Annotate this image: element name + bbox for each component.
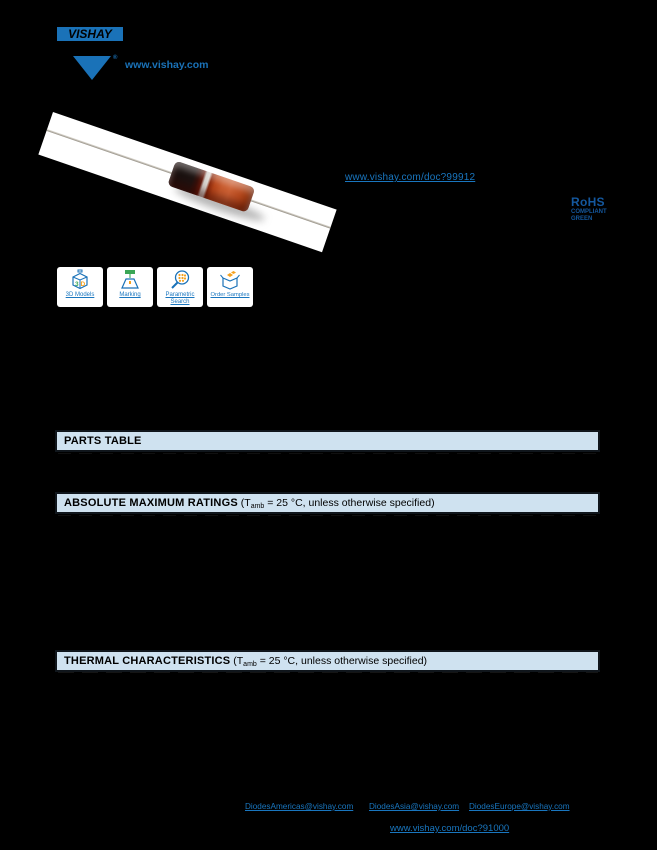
tool-3d-models[interactable]: 3 D 3D Models [57, 267, 103, 307]
tool-label[interactable]: 3D Models [65, 292, 95, 298]
svg-text:D: D [81, 281, 86, 288]
table-ghost-row [58, 515, 598, 516]
footer-email-europe[interactable]: DiodesEurope@vishay.com [469, 802, 570, 811]
tool-label[interactable]: Parametric Search [165, 292, 195, 305]
vishay-site-link[interactable]: www.vishay.com [125, 59, 209, 71]
tool-order-samples[interactable]: Order Samples [207, 267, 253, 307]
marking-icon [121, 270, 139, 289]
section-title: PARTS TABLE [64, 435, 142, 447]
parametric-search-icon [171, 270, 190, 289]
tool-label[interactable]: Marking [119, 292, 141, 298]
order-samples-icon [220, 271, 240, 290]
section-title: ABSOLUTE MAXIMUM RATINGS [64, 497, 238, 509]
section-header-absolute-maximum-ratings: ABSOLUTE MAXIMUM RATINGS (Tamb = 25 °C, … [55, 492, 600, 514]
rohs-compliance-mark: RoHS COMPLIANT GREEN [571, 196, 611, 222]
table-ghost-row [58, 453, 598, 454]
product-photo [38, 112, 337, 253]
rohs-line2: COMPLIANT [571, 209, 607, 215]
cube-3d-icon: 3 D [72, 269, 88, 290]
footer-email-americas[interactable]: DiodesAmericas@vishay.com [245, 802, 354, 811]
table-ghost-row [58, 672, 598, 673]
section-title: THERMAL CHARACTERISTICS [64, 655, 231, 667]
tool-label[interactable]: Order Samples [210, 292, 250, 298]
vishay-logo-triangle-icon [73, 56, 111, 80]
tool-parametric-search[interactable]: Parametric Search [157, 267, 203, 307]
rohs-line3: GREEN [571, 216, 593, 222]
footer-email-asia[interactable]: DiodesAsia@vishay.com [369, 802, 460, 811]
design-support-tools: 3 D 3D Models Marking Parametric Search [57, 267, 253, 307]
svg-text:3: 3 [75, 281, 79, 288]
footer-disclaimer-doc-link[interactable]: www.vishay.com/doc?91000 [390, 823, 510, 834]
features-doc-link[interactable]: www.vishay.com/doc?99912 [345, 172, 476, 183]
section-header-thermal-characteristics: THERMAL CHARACTERISTICS (Tamb = 25 °C, u… [55, 650, 600, 672]
tool-marking[interactable]: Marking [107, 267, 153, 307]
registered-mark: ® [113, 55, 118, 61]
section-header-parts-table: PARTS TABLE [55, 430, 600, 452]
rohs-line1: RoHS [571, 195, 605, 209]
vishay-logo-wordmark: VISHAY [57, 27, 123, 41]
